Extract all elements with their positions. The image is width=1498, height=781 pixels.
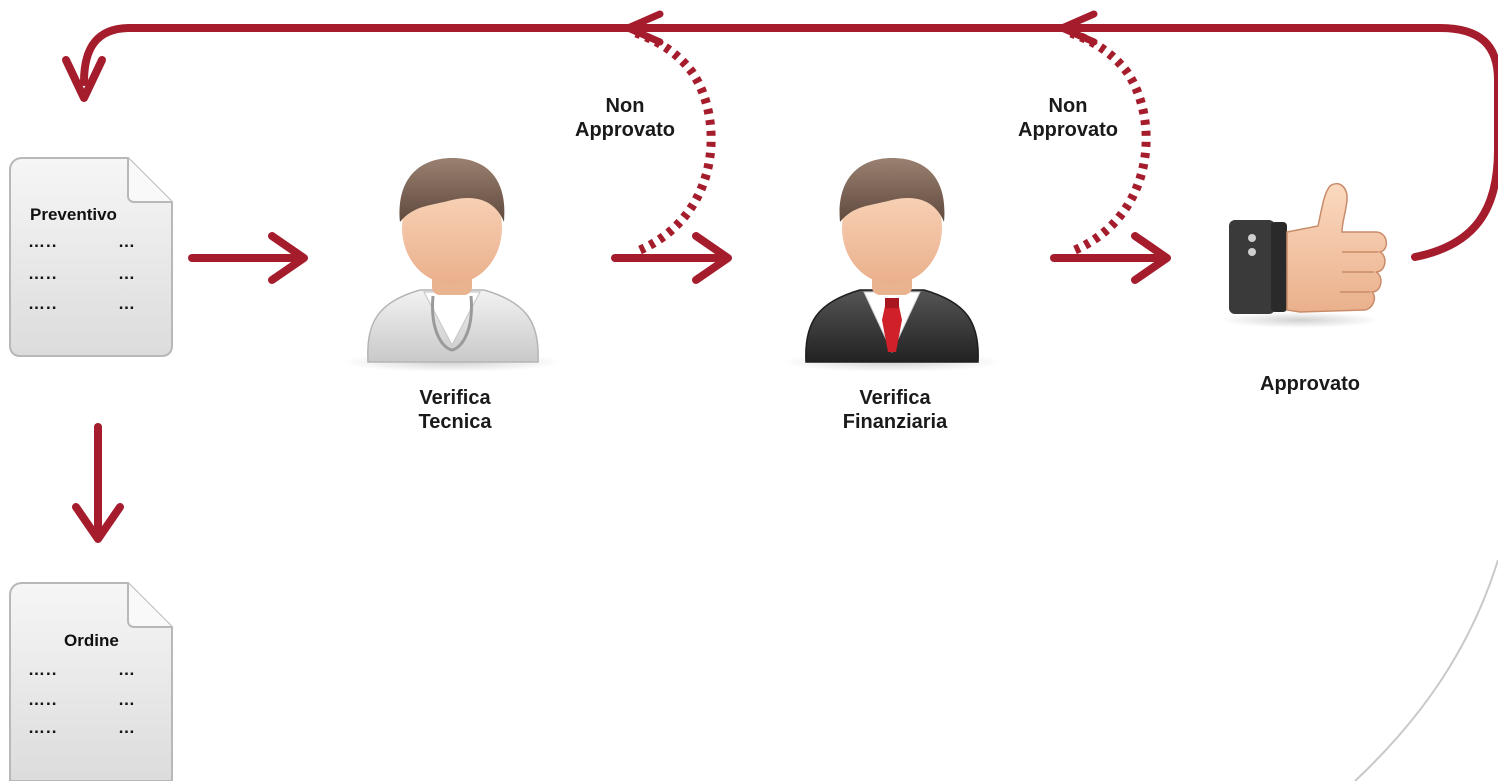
technical-check-label-line2: Tecnica: [418, 411, 492, 433]
document-icon: [9, 157, 173, 357]
document-icon: [9, 582, 173, 781]
approval-return-arrow: [80, 24, 1498, 261]
order-row-3-right: …: [118, 718, 136, 737]
financial-rejection-label-line2: Approvato: [1018, 119, 1118, 141]
order-row-1-right: …: [118, 660, 136, 679]
technical-rejection-label-line2: Approvato: [575, 119, 675, 141]
financial-check-label-line1: Verifica: [859, 387, 931, 409]
quote-row-2-left: …..: [28, 264, 58, 283]
order-row-1-left: …..: [28, 660, 58, 679]
arrowhead-down-icon: [62, 56, 106, 102]
flow-arrow-quote-to-order: [72, 423, 124, 543]
flow-arrow-financial-to-approved: [1050, 232, 1171, 284]
quote-row-3-left: …..: [28, 294, 58, 313]
order-row-2-left: …..: [28, 690, 58, 709]
thumbs-up-icon: [1220, 182, 1388, 328]
order-row-2-right: …: [118, 690, 136, 709]
technician-avatar-icon: [342, 158, 562, 372]
rejection-loop-financial: [1069, 28, 1151, 255]
quote-row-1-left: …..: [28, 232, 58, 251]
quote-row-1-right: …: [118, 232, 136, 251]
rejection-loop-technical: [634, 28, 716, 255]
financial-rejection-label-line1: Non: [1048, 95, 1088, 117]
technical-check-label-line1: Verifica: [419, 387, 491, 409]
flow-arrow-technical-to-financial: [611, 232, 732, 284]
flow-arrow-quote-to-technical: [188, 232, 308, 284]
financial-check-label: Verifica Finanziaria: [820, 386, 970, 434]
technical-rejection-label: Non Approvato: [560, 94, 690, 142]
quote-row-3-right: …: [118, 294, 136, 313]
technical-check-label: Verifica Tecnica: [390, 386, 520, 434]
financial-rejection-label: Non Approvato: [1003, 94, 1133, 142]
quote-document-title: Preventivo: [30, 205, 117, 224]
order-row-3-left: …..: [28, 718, 58, 737]
financial-check-label-line2: Finanziaria: [842, 411, 948, 433]
order-document-title: Ordine: [64, 631, 119, 650]
technical-rejection-label-line1: Non: [605, 95, 645, 117]
businessman-avatar-icon: [782, 158, 1002, 372]
approved-label: Approvato: [1260, 373, 1360, 395]
page-curl-decoration: [1354, 559, 1498, 781]
quote-row-2-right: …: [118, 264, 136, 283]
